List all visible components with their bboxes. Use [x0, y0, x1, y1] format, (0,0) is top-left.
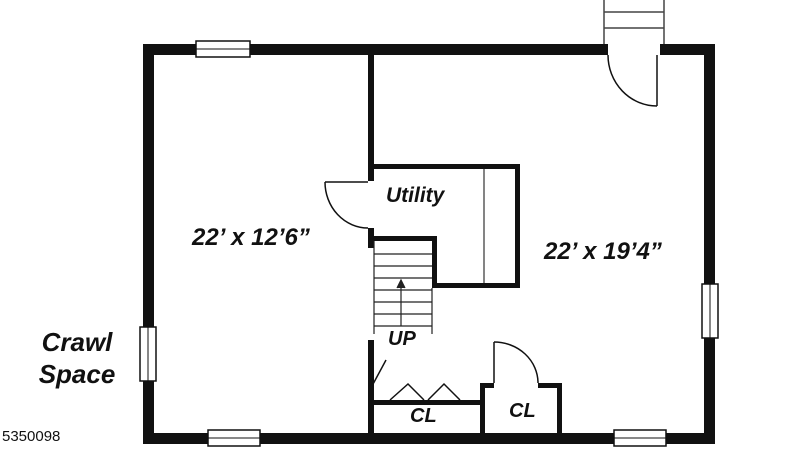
utility-door: [324, 181, 369, 229]
crawl-label-line1: Crawl: [41, 327, 113, 357]
entry-door: [607, 54, 658, 107]
left-room-dimensions: 22’ x 12’6”: [192, 224, 310, 251]
exterior-stair: [603, 0, 665, 44]
listing-id: 5350098: [2, 428, 61, 445]
stair-door: [371, 359, 387, 387]
closet-right-door: [493, 341, 539, 384]
crawl-space-label: Crawl Space: [14, 326, 140, 390]
utility-label: Utility: [386, 184, 445, 207]
interior-walls: [368, 55, 562, 438]
exterior-walls: [143, 44, 715, 444]
closet-left-doors: [389, 382, 461, 401]
closet-left-label: CL: [410, 405, 437, 427]
closet-right-label: CL: [509, 400, 536, 422]
stair-up-label: UP: [388, 328, 416, 350]
windows: [139, 40, 719, 447]
crawl-label-line2: Space: [38, 359, 116, 389]
interior-stair: [373, 241, 433, 334]
right-room-dimensions: 22’ x 19’4”: [544, 238, 662, 265]
